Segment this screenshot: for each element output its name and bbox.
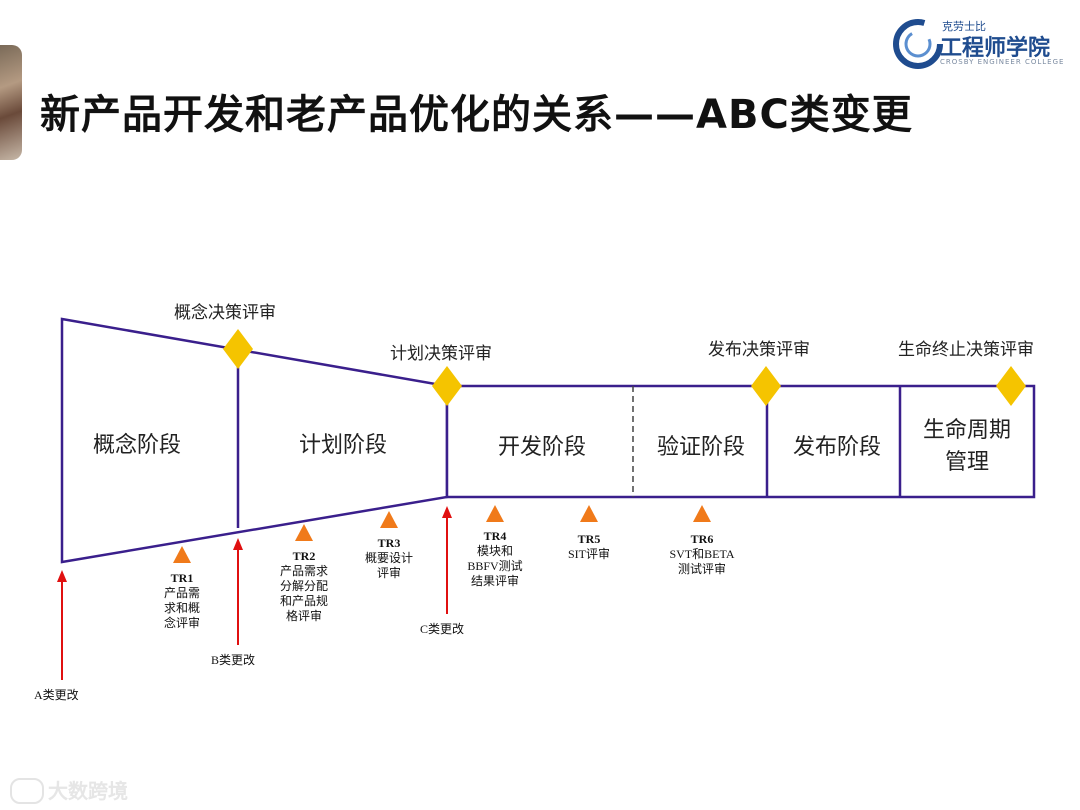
tr5-id: TR5 bbox=[578, 532, 601, 546]
stage-concept: 概念阶段 bbox=[62, 427, 212, 459]
tr5-label: TR5 SIT评审 bbox=[549, 532, 629, 562]
tr6-label: TR6 SVT和BETA 测试评审 bbox=[657, 532, 747, 577]
stage-lifecycle-line2: 管理 bbox=[892, 444, 1042, 476]
change-a-label: A类更改 bbox=[34, 686, 79, 703]
review-concept: 概念决策评审 bbox=[174, 298, 276, 323]
stage-release: 发布阶段 bbox=[762, 429, 912, 461]
tr3-label: TR3 概要设计 评审 bbox=[355, 536, 423, 581]
triangle-tr2 bbox=[295, 524, 313, 541]
tr3-id: TR3 bbox=[378, 536, 401, 550]
stage-develop: 开发阶段 bbox=[467, 429, 617, 461]
change-c-label: C类更改 bbox=[420, 620, 464, 637]
triangle-tr6 bbox=[693, 505, 711, 522]
tr6-id: TR6 bbox=[691, 532, 714, 546]
review-plan: 计划决策评审 bbox=[390, 339, 492, 364]
tr2-id: TR2 bbox=[293, 549, 316, 563]
stage-lifecycle-line1: 生命周期 bbox=[892, 412, 1042, 444]
triangle-tr5 bbox=[580, 505, 598, 522]
tr4-label: TR4 模块和 BBFV测试 结果评审 bbox=[455, 529, 535, 589]
tr4-id: TR4 bbox=[484, 529, 507, 543]
tr2-label: TR2 产品需求 分解分配 和产品规 格评审 bbox=[270, 549, 338, 624]
triangle-tr4 bbox=[486, 505, 504, 522]
tr1-id: TR1 bbox=[171, 571, 194, 585]
triangle-tr1 bbox=[173, 546, 191, 563]
triangle-tr3 bbox=[380, 511, 398, 528]
watermark-icon bbox=[10, 778, 44, 804]
stage-plan: 计划阶段 bbox=[268, 427, 418, 459]
tr1-label: TR1 产品需 求和概 念评审 bbox=[150, 571, 214, 631]
review-end: 生命终止决策评审 bbox=[898, 335, 1034, 360]
review-release: 发布决策评审 bbox=[708, 335, 810, 360]
watermark-text: 大数跨境 bbox=[48, 775, 128, 804]
stage-verify: 验证阶段 bbox=[626, 429, 776, 461]
change-b-label: B类更改 bbox=[211, 651, 255, 668]
